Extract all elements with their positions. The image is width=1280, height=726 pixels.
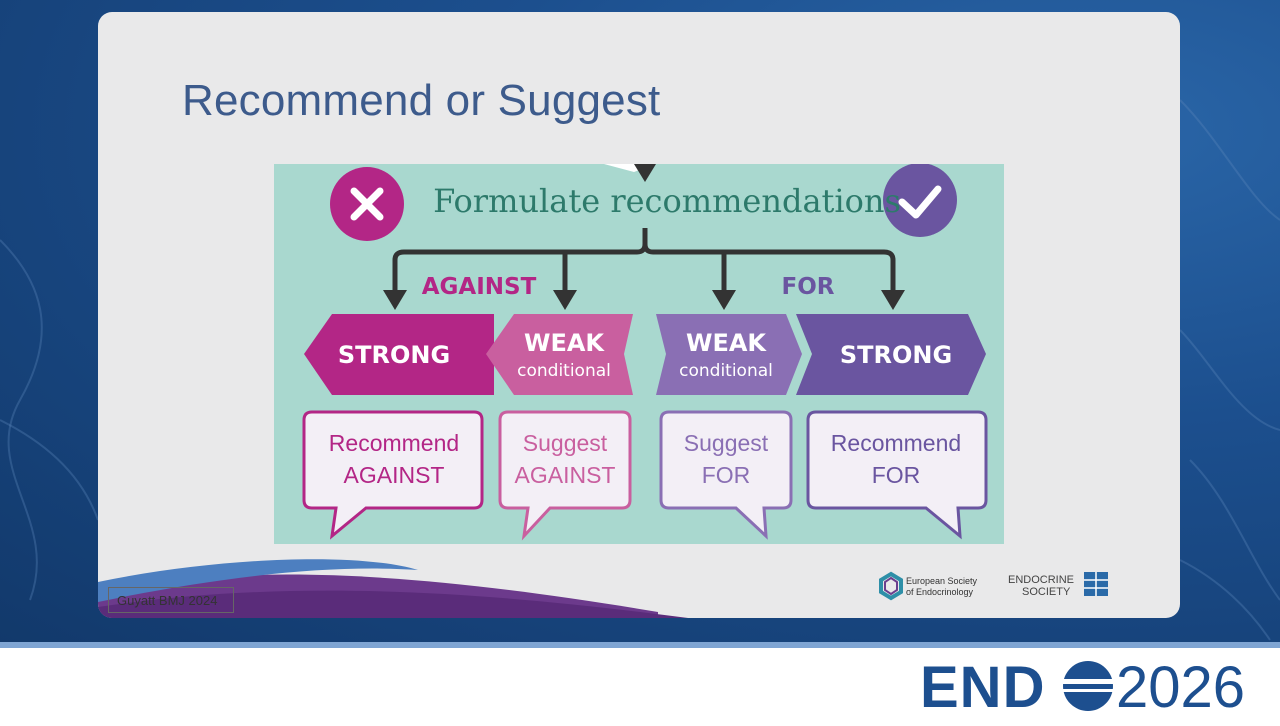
weak-against-box xyxy=(486,314,633,395)
endo-2026-logo: END 2026 xyxy=(920,655,1245,717)
es-name-line1: ENDOCRINE xyxy=(1008,574,1074,586)
ese-name-line1: European Society xyxy=(906,576,978,586)
bubble-text-line2: AGAINST xyxy=(515,462,616,488)
endo-logo-year: 2026 xyxy=(1116,655,1245,717)
sub-label-weak-against: conditional xyxy=(517,361,611,381)
bubble-text-line1: Recommend xyxy=(831,430,961,456)
check-icon xyxy=(883,164,957,237)
recommendation-diagram: Formulate recommendations AGAINST FOR ST… xyxy=(274,164,1004,544)
sub-label-weak-for: conditional xyxy=(679,361,773,381)
bubble-recommend-for xyxy=(806,410,988,540)
x-icon xyxy=(330,167,404,241)
against-label: AGAINST xyxy=(422,274,537,300)
globe-icon xyxy=(1063,661,1113,711)
arrow-down-icon xyxy=(712,290,736,310)
strength-label-weak-against: WEAK xyxy=(524,329,605,357)
society-logos: European Society of Endocrinology ENDOCR… xyxy=(879,571,1108,601)
diagram-heading: Formulate recommendations xyxy=(433,182,901,220)
ese-name-line2: of Endocrinology xyxy=(906,587,974,597)
branch-arrowheads xyxy=(383,290,905,310)
strong-for-box xyxy=(796,314,986,395)
arrow-down-icon xyxy=(553,290,577,310)
strength-label-strong-for: STRONG xyxy=(840,341,952,369)
ese-logo-icon xyxy=(879,571,903,601)
page-title: Recommend or Suggest xyxy=(182,76,661,125)
endo-logo-text: END xyxy=(920,655,1045,717)
bubble-suggest-against xyxy=(498,410,632,541)
bubble-text-line1: Recommend xyxy=(329,430,459,456)
vein-pattern xyxy=(0,99,1280,641)
bubble-text-line1: Suggest xyxy=(523,430,608,456)
es-name-line2: SOCIETY xyxy=(1022,586,1071,598)
bubble-text-line1: Suggest xyxy=(684,430,769,456)
arrow-down-icon xyxy=(881,290,905,310)
citation-box: Guyatt BMJ 2024 xyxy=(108,587,234,613)
bubble-recommend-against xyxy=(302,410,484,540)
strong-against-box xyxy=(304,314,494,395)
endocrine-society-logo-icon xyxy=(1084,572,1108,596)
incoming-arrow-icon xyxy=(634,164,656,182)
bubble-suggest-for xyxy=(659,410,793,540)
bubble-text-line2: FOR xyxy=(872,462,921,488)
strength-label-weak-for: WEAK xyxy=(686,329,767,357)
weak-for-box xyxy=(656,314,802,395)
bubble-text-line2: AGAINST xyxy=(344,462,445,488)
decorative-wave xyxy=(98,559,689,618)
bubble-text-line2: FOR xyxy=(702,462,751,488)
arrow-down-icon xyxy=(383,290,407,310)
strength-label-strong-against: STRONG xyxy=(338,341,450,369)
for-label: FOR xyxy=(782,274,835,300)
branch-lines xyxy=(392,228,896,294)
